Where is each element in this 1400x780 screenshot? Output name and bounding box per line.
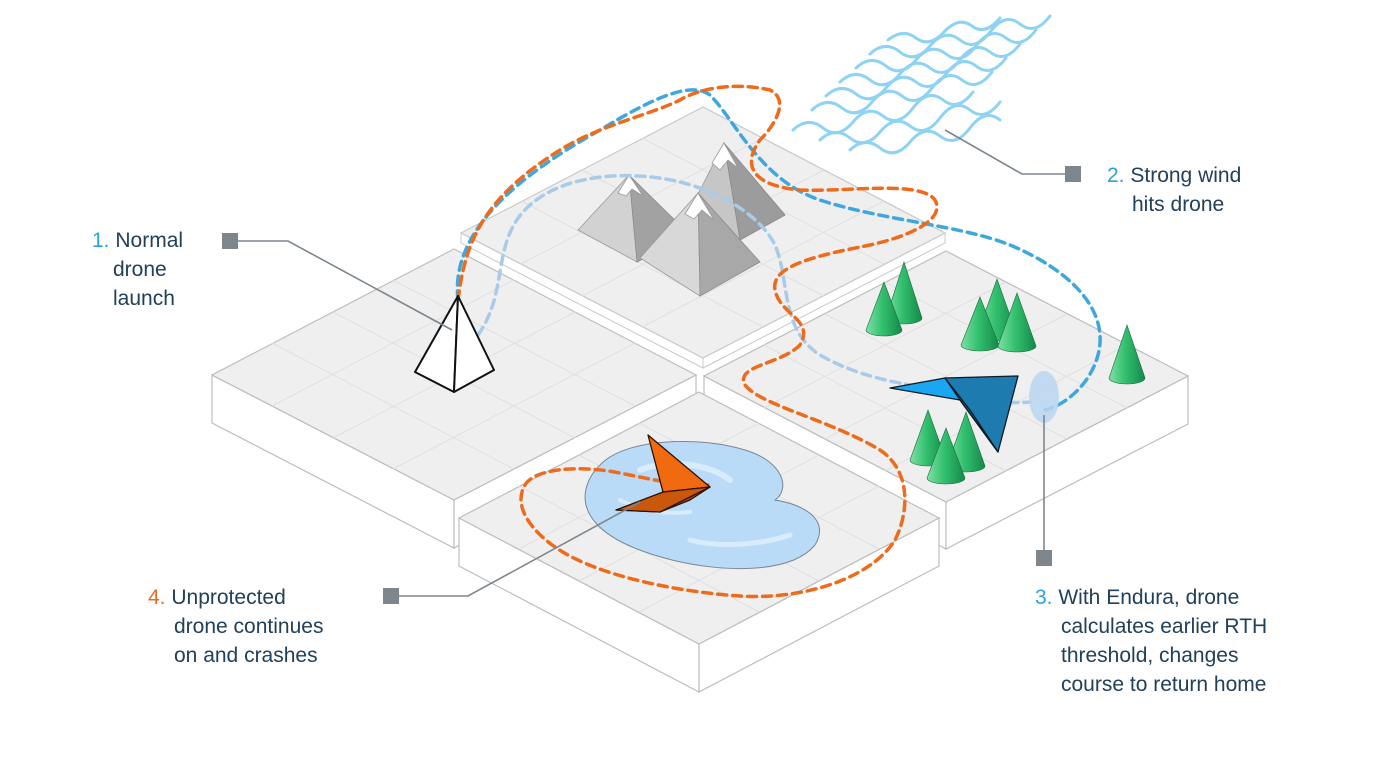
pyramid-drone-icon (414, 295, 495, 393)
step-3-line-3: threshold, changes (1061, 644, 1239, 667)
step-1-label: 1. Normal drone launch (92, 226, 183, 313)
step-4-line-2: drone continues (174, 615, 324, 638)
step-4-number: 4. (148, 586, 166, 609)
wind-icon (791, 14, 1052, 155)
connector-4-square (383, 588, 399, 604)
step-1-number: 1. (92, 229, 110, 252)
step-1-line-2: drone (113, 258, 167, 281)
connector-3-square (1036, 550, 1052, 566)
step-4-line-1: Unprotected (171, 586, 286, 609)
step-1-line-1: Normal (115, 229, 184, 252)
step-4-line-3: on and crashes (174, 644, 318, 667)
step-4-label: 4. Unprotected drone continues on and cr… (148, 583, 323, 670)
step-1-line-3: launch (113, 287, 175, 310)
lake-icon (584, 440, 820, 570)
connector-2 (944, 129, 1073, 175)
tree-icon (865, 261, 1146, 485)
connector-1-square (222, 233, 238, 249)
step-3-number: 3. (1035, 586, 1053, 609)
mountain-icon (577, 141, 786, 297)
rth-marker (1029, 371, 1059, 423)
orange-plane-drone-icon (615, 434, 711, 513)
step-3-line-2: calculates earlier RTH (1061, 615, 1268, 638)
step-2-label: 2. Strong wind hits drone (1107, 161, 1241, 219)
connector-2-square (1065, 166, 1081, 182)
blue-plane-drone-icon (889, 375, 1019, 453)
connector-4 (391, 501, 641, 597)
step-3-line-1: With Endura, drone (1058, 586, 1240, 609)
endura-path (455, 88, 1102, 412)
step-3-label: 3. With Endura, drone calculates earlier… (1035, 583, 1267, 699)
step-2-line-1: Strong wind (1130, 164, 1242, 187)
connector-1 (230, 240, 453, 331)
step-2-number: 2. (1107, 164, 1125, 187)
crash-path (456, 84, 939, 599)
step-3-line-4: course to return home (1061, 673, 1267, 696)
step-2-line-2: hits drone (1132, 193, 1225, 216)
